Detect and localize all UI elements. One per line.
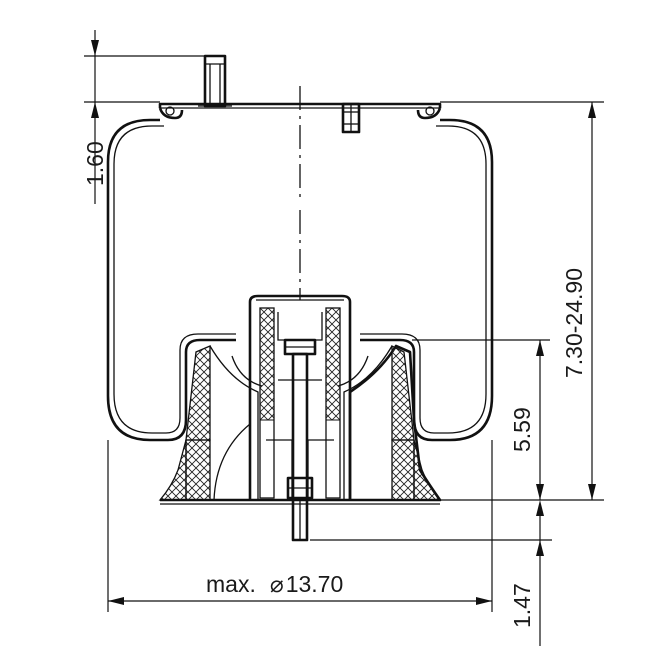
dimension-1-60: 1.60 [82,30,208,204]
air-inlet-stud [198,54,232,108]
dimension-1-47: 1.47 [310,500,552,646]
dimension-height-range: 7.30-24.90 [440,101,604,501]
dim-label-max-diameter: max.⌀13.70 [206,571,343,597]
dim-label-5-59: 5.59 [509,407,535,452]
rubber-bellow [106,118,494,442]
dimension-5-59: 5.59 [412,339,550,500]
dimension-max-diameter: max.⌀13.70 [107,440,493,612]
dim-label-height-range: 7.30-24.90 [561,268,587,378]
dim-label-1-60: 1.60 [82,141,108,186]
piston [158,344,442,505]
center-bolt [286,352,314,542]
bumper-column [248,294,352,500]
dim-label-1-47: 1.47 [509,583,535,628]
mounting-nut [341,102,361,134]
